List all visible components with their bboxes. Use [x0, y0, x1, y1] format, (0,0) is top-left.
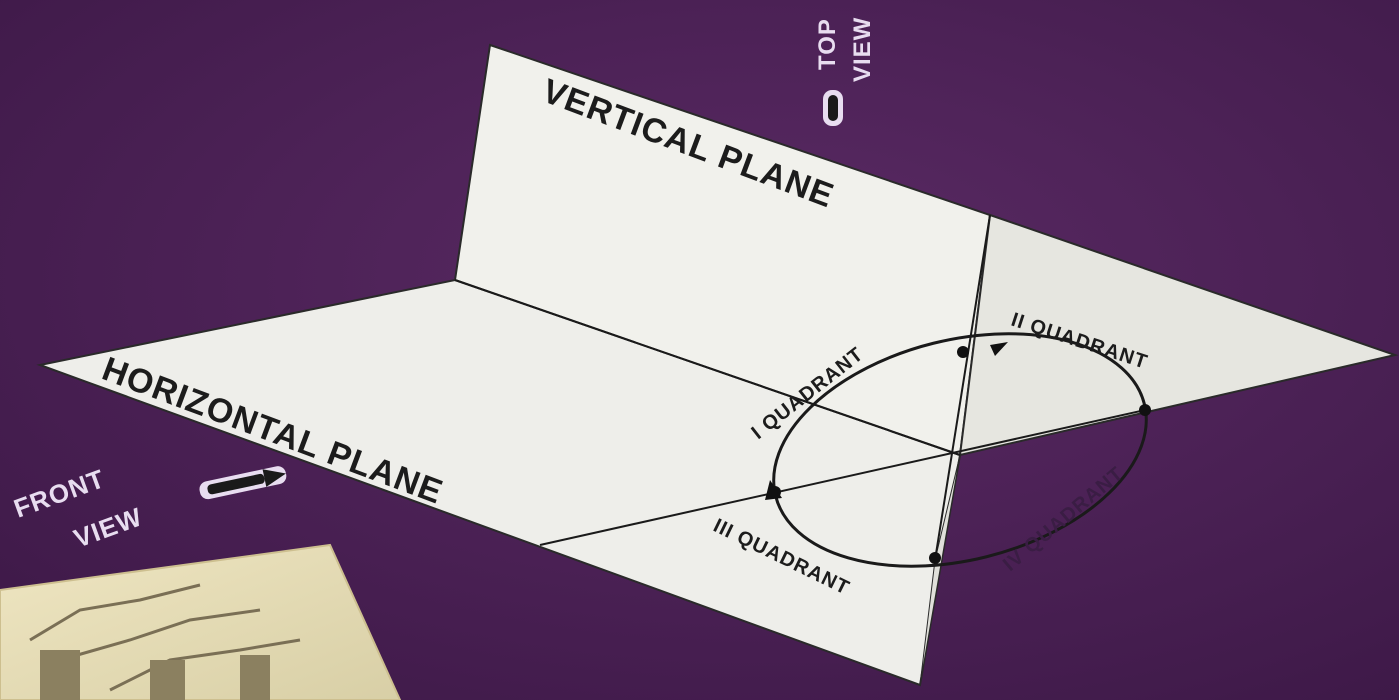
marker-dot: [957, 346, 969, 358]
down-arrow-icon: [823, 90, 843, 126]
marker-dot: [1139, 404, 1151, 416]
top-view-label-line1: TOP: [814, 18, 841, 70]
marker-dot: [929, 552, 941, 564]
top-view-label-line2: VIEW: [849, 17, 876, 82]
